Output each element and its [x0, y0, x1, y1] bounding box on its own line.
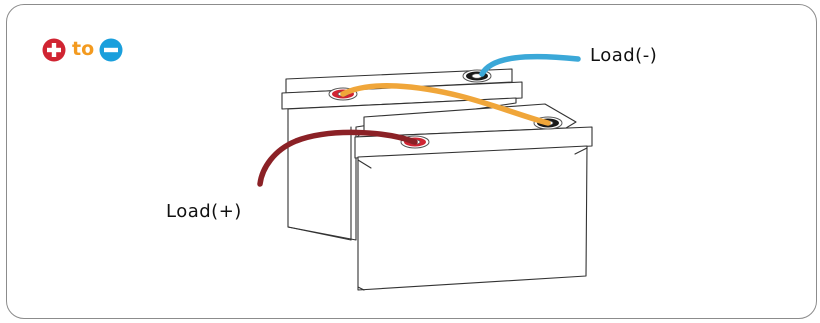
- series-link-wire: [340, 83, 551, 126]
- minus-circle-icon: [99, 38, 123, 62]
- front-battery: [354, 103, 593, 291]
- plus-circle-icon: [42, 38, 66, 62]
- negative-load-wire: [479, 53, 581, 77]
- legend-to-text: to: [72, 38, 95, 60]
- load-negative-label: Load(-): [590, 45, 658, 66]
- positive-load-wire: [257, 129, 418, 187]
- series-connection-legend: to: [42, 38, 123, 62]
- load-positive-label: Load(+): [166, 201, 242, 222]
